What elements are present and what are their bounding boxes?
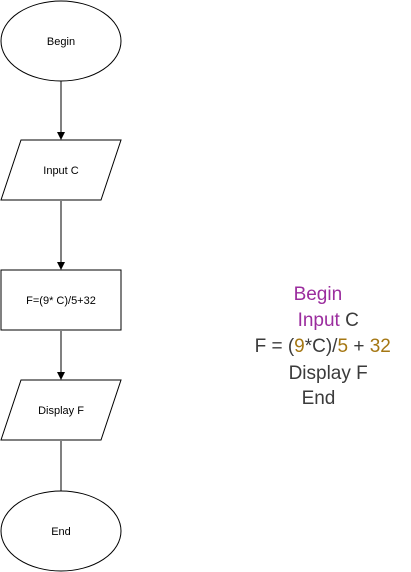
display-node: Display F [0,379,122,441]
input-node: Input C [0,139,122,201]
input-parallelogram [0,139,122,201]
begin-node: Begin [0,0,122,82]
formula-part-2: *C)/ [304,336,338,357]
end-statement: End [301,388,336,409]
pseudocode-line-begin: Begin [283,256,343,308]
display-label: Display F [38,405,84,417]
process-rectangle [0,269,122,331]
process-node: F=(9* C)/5+32 [0,269,122,331]
pseudocode-line-display: Display F [254,335,370,387]
display-statement: Display F [288,363,368,384]
process-label: F=(9* C)/5+32 [26,295,96,307]
formula-number-32: 32 [369,336,391,357]
keyword-input: Input [297,310,340,331]
pseudocode-line-formula: F = (9*C)/5 + 32 [220,308,391,360]
display-parallelogram [0,379,122,441]
input-variable: C [339,310,359,331]
begin-ellipse [0,0,122,82]
end-node: End [0,490,122,572]
end-label: End [51,526,71,538]
formula-part-3: + [348,336,370,357]
formula-part-1: F = ( [254,336,295,357]
pseudocode-line-end: End [291,360,336,412]
pseudocode-line-input: Input C [263,282,363,334]
keyword-begin: Begin [293,284,343,305]
formula-number-9: 9 [294,336,305,357]
formula-number-5: 5 [337,336,349,357]
begin-label: Begin [47,36,75,48]
input-label: Input C [43,165,79,177]
end-ellipse [0,490,122,572]
